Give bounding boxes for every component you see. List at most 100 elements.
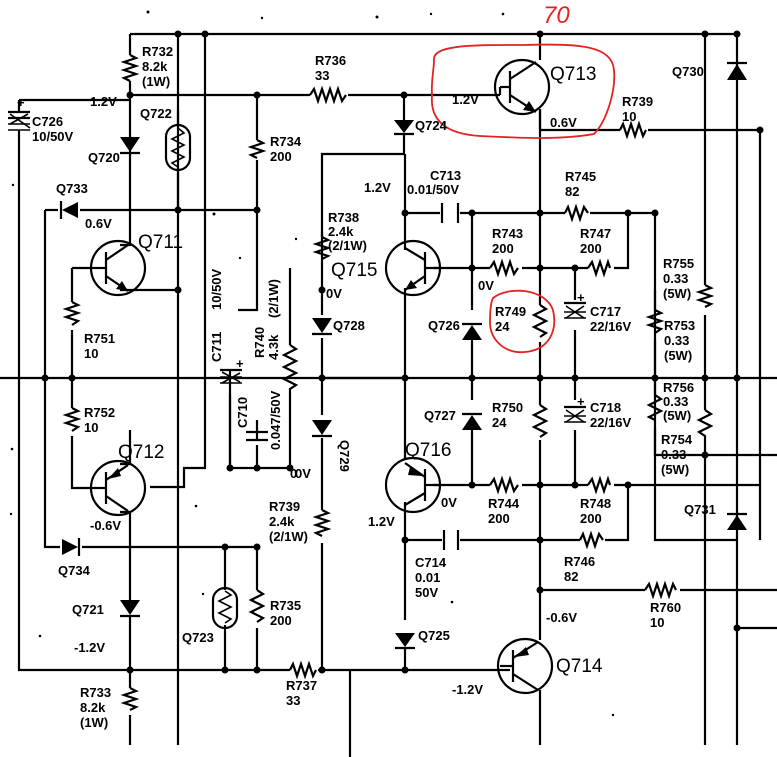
voltage-q713-in: 1.2V bbox=[452, 92, 479, 107]
resistor-r736-shape bbox=[309, 85, 347, 105]
label-q726: Q726 bbox=[428, 318, 460, 333]
label-r739b-rating: (2/1W) bbox=[269, 529, 308, 544]
label-r748-value: 200 bbox=[580, 511, 602, 526]
wires bbox=[0, 32, 777, 757]
label-r747-value: 200 bbox=[580, 241, 602, 256]
label-r732-name: R732 bbox=[142, 44, 173, 59]
label-r750-name: R750 bbox=[492, 400, 523, 415]
label-q730: Q730 bbox=[672, 64, 704, 79]
label-r735-name: R735 bbox=[270, 598, 301, 613]
label-r739a-name: R739 bbox=[622, 94, 653, 109]
capacitor-c718-shape bbox=[564, 405, 586, 423]
label-r756-value: 0.33 bbox=[663, 394, 688, 409]
label-r740-value: 4.3k bbox=[266, 334, 281, 360]
voltage-q714-base: -0.6V bbox=[546, 610, 577, 625]
resistor-r745-shape bbox=[564, 203, 589, 223]
label-r738-rating: (2/1W) bbox=[328, 238, 367, 253]
voltage-q713-out: 0.6V bbox=[550, 115, 577, 130]
label-c726-value: 10/50V bbox=[32, 129, 74, 144]
label-q731: Q731 bbox=[684, 502, 716, 517]
zero-c710: 0 bbox=[290, 466, 297, 481]
resistor-r735-shape bbox=[248, 589, 266, 623]
scan-specks bbox=[9, 10, 615, 717]
capacitor-c717-shape bbox=[564, 301, 586, 319]
resistor-r760-shape bbox=[644, 580, 677, 600]
resistor-r754-shape bbox=[646, 394, 664, 421]
label-r755-rating: (5W) bbox=[663, 286, 691, 301]
label-r743-value: 200 bbox=[492, 241, 514, 256]
label-q727: Q727 bbox=[424, 408, 456, 423]
resistor-r751-shape bbox=[62, 301, 82, 326]
voltage-c710: 0V bbox=[295, 466, 311, 481]
resistor-r732-shape bbox=[120, 54, 140, 82]
label-r755-name: R755 bbox=[663, 256, 694, 271]
plus-c717: + bbox=[577, 290, 585, 305]
labels: Q711 Q712 Q713 Q714 Q715 Q716 Q720 Q721 … bbox=[17, 44, 716, 730]
transistor-q715 bbox=[384, 239, 442, 297]
diode-q725 bbox=[395, 633, 415, 650]
label-r749-name: R749 bbox=[495, 304, 526, 319]
label-r736-name: R736 bbox=[315, 53, 346, 68]
label-c710-value: 0.047/50V bbox=[268, 390, 283, 450]
diode-q727 bbox=[462, 412, 482, 430]
voltage-q711: 0.6V bbox=[85, 216, 112, 231]
label-q712: Q712 bbox=[118, 442, 164, 463]
junctions bbox=[41, 30, 764, 674]
label-r740-rating: (2/1W) bbox=[266, 279, 281, 318]
label-r754-name: R754 bbox=[661, 432, 693, 447]
resistor-r753-shape bbox=[645, 309, 665, 334]
voltage-q720: 1.2V bbox=[90, 94, 117, 109]
plus-c718: + bbox=[577, 394, 585, 409]
resistor-r746-shape bbox=[579, 530, 604, 550]
label-r733-value: 8.2k bbox=[80, 700, 106, 715]
voltage-q726: 0V bbox=[478, 278, 494, 293]
diode-q733 bbox=[59, 201, 78, 219]
label-r746-value: 82 bbox=[564, 569, 578, 584]
label-r736-value: 33 bbox=[315, 68, 329, 83]
label-r756-rating: (5W) bbox=[663, 408, 691, 423]
label-r760-value: 10 bbox=[650, 615, 664, 630]
label-r745-name: R745 bbox=[565, 169, 596, 184]
transistor-q712 bbox=[89, 459, 147, 517]
plus-c711: + bbox=[236, 356, 244, 371]
label-q713: Q713 bbox=[550, 64, 596, 85]
resistor-r747-shape bbox=[587, 258, 612, 278]
label-q729: Q729 bbox=[337, 440, 352, 472]
label-q715: Q715 bbox=[331, 260, 377, 281]
thermistor-q722 bbox=[164, 123, 192, 172]
diode-q728 bbox=[312, 318, 332, 336]
label-q721: Q721 bbox=[72, 602, 104, 617]
label-r739b-name: R739 bbox=[269, 499, 300, 514]
label-r748-name: R748 bbox=[580, 496, 611, 511]
label-r747-name: R747 bbox=[580, 226, 611, 241]
label-r760-name: R760 bbox=[650, 600, 681, 615]
resistor-r743-shape bbox=[489, 258, 519, 278]
label-r751-value: 10 bbox=[84, 346, 98, 361]
label-c717-value: 22/16V bbox=[590, 319, 632, 334]
capacitor-c713-shape bbox=[440, 203, 460, 223]
resistor-r750-shape bbox=[531, 404, 549, 438]
label-c714-name: C714 bbox=[415, 555, 447, 570]
label-q728: Q728 bbox=[333, 318, 365, 333]
resistor-r739b-shape bbox=[312, 509, 332, 537]
label-q734: Q734 bbox=[58, 563, 91, 578]
label-r755-value: 0.33 bbox=[663, 271, 688, 286]
voltage-q712: -0.6V bbox=[90, 518, 121, 533]
capacitors bbox=[8, 110, 586, 550]
capacitor-c711-shape bbox=[220, 368, 242, 384]
handwritten-value: 70 bbox=[543, 2, 570, 29]
transistor-q711 bbox=[89, 239, 147, 297]
label-c711-value: 10/50V bbox=[209, 268, 224, 310]
label-c718-value: 22/16V bbox=[590, 415, 632, 430]
label-q716: Q716 bbox=[405, 440, 451, 461]
diode-q730 bbox=[727, 61, 747, 80]
resistor-r738-shape bbox=[312, 232, 332, 260]
label-r737-value: 33 bbox=[286, 693, 300, 708]
voltage-q721: -1.2V bbox=[74, 640, 105, 655]
diode-q720 bbox=[120, 137, 140, 155]
resistor-r744-shape bbox=[489, 475, 519, 495]
label-r753-value: 0.33 bbox=[664, 333, 689, 348]
red-annotations: 70 bbox=[430, 2, 616, 353]
resistor-r755-shape bbox=[695, 284, 715, 308]
